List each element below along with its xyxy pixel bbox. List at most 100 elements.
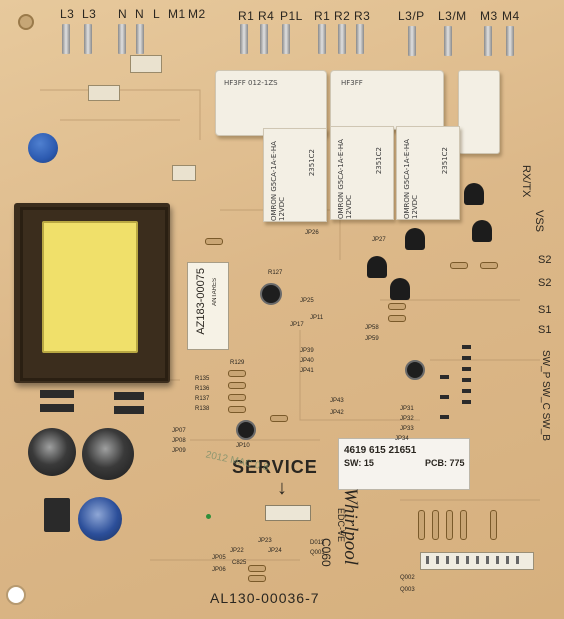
board-mark: R135 — [195, 376, 210, 382]
terminal-pin — [260, 24, 268, 54]
service-arrow: ↓ — [277, 477, 287, 499]
resistor-vertical — [446, 510, 453, 540]
electrolytic-capacitor-small — [260, 283, 282, 305]
board-mark: JP27 — [372, 237, 386, 243]
relay-right — [458, 70, 500, 154]
terminal-pin — [444, 26, 452, 56]
header-pin — [466, 556, 469, 564]
board-mark: JP31 — [400, 406, 414, 412]
board-mark: JP58 — [365, 325, 379, 331]
resistor — [248, 565, 266, 572]
omron-relay-2-label: OMRON G5CA-1A-E-HA 12VDC — [337, 139, 353, 219]
terminal-pin — [84, 24, 92, 54]
board-mark: R129 — [230, 360, 245, 366]
terminal-pin — [408, 26, 416, 56]
board-mark: JP05 — [212, 555, 226, 561]
header-label-r1: R1 — [238, 9, 255, 23]
smd-resistor — [440, 415, 449, 419]
board-mark: JP07 — [172, 428, 186, 434]
board-mark: Q001 — [310, 550, 325, 556]
resistor — [228, 370, 246, 377]
board-mark: R127 — [268, 270, 283, 276]
header-label-l3a: L3 — [60, 7, 75, 21]
header-label-m1: M1 — [168, 7, 186, 21]
header-label-r3: R3 — [354, 9, 371, 23]
board-mark: Q003 — [400, 587, 415, 593]
sw-label: SW_P SW_C SW_B — [540, 350, 551, 441]
terminal-pin — [338, 24, 346, 54]
board-mark: JP10 — [236, 443, 250, 449]
transformer-tag — [187, 262, 229, 350]
resistor — [270, 415, 288, 422]
board-mark: JP41 — [300, 368, 314, 374]
smd-resistor — [462, 356, 471, 360]
smd-component — [114, 392, 144, 400]
blue-capacitor — [28, 133, 58, 163]
header-label-r4: R4 — [258, 9, 275, 23]
terminal-pin — [356, 24, 364, 54]
resistor — [228, 406, 246, 413]
mosfet — [44, 498, 70, 532]
board-mark: JP33 — [400, 426, 414, 432]
transformer-part-number: AZ183-00075 — [195, 268, 207, 335]
board-mark: R138 — [195, 406, 210, 412]
header-pin — [436, 556, 439, 564]
board-mark: JP11 — [310, 315, 324, 321]
header-pin — [446, 556, 449, 564]
terminal-pin — [506, 26, 514, 56]
transistor — [405, 228, 425, 250]
header-label-r1b: R1 — [314, 9, 331, 23]
terminal-pin — [282, 24, 290, 54]
resistor — [480, 262, 498, 269]
transistor — [390, 278, 410, 300]
header-pin — [496, 556, 499, 564]
board-mark: JP32 — [400, 416, 414, 422]
resistor — [388, 315, 406, 322]
service-connector[interactable] — [265, 505, 311, 521]
resistor-vertical — [460, 510, 467, 540]
board-mark: R137 — [195, 396, 210, 402]
header-pin — [476, 556, 479, 564]
header-label-m4: M4 — [502, 9, 520, 23]
electrolytic-capacitor-large — [28, 428, 76, 476]
sticker-part-number: 4619 615 21651 — [344, 445, 417, 456]
omron-relay-1-code: 2351C2 — [308, 149, 316, 177]
header-pin — [456, 556, 459, 564]
board-mark: JP25 — [300, 298, 314, 304]
antares-label: ANTARES — [212, 278, 218, 306]
mounting-hole — [18, 14, 34, 30]
header-connector — [130, 55, 162, 73]
s2-label-1: S2 — [538, 254, 552, 266]
board-mark: JP08 — [172, 438, 186, 444]
header-pin — [516, 556, 519, 564]
board-mark: JP22 — [230, 548, 244, 554]
omron-relay-3-label: OMRON G5CA-1A-E-HA 12VDC — [403, 139, 419, 219]
transformer-frame — [20, 207, 168, 381]
board-mark: JP39 — [300, 348, 314, 354]
header-pin — [506, 556, 509, 564]
board-mark: D013 — [310, 540, 325, 546]
header-label-l3p: L3/P — [398, 9, 425, 23]
smd-resistor — [440, 375, 449, 379]
rx-tx-label: RX/TX — [520, 165, 532, 198]
s2-label-2: S2 — [538, 277, 552, 289]
smd-component — [114, 406, 144, 414]
header-label-m3: M3 — [480, 9, 498, 23]
omron-relay-2: OMRON G5CA-1A-E-HA 12VDC 2351C2 — [330, 126, 394, 220]
s1-label-1: S1 — [538, 304, 552, 316]
header-pin — [426, 556, 429, 564]
board-mark: JP17 — [290, 322, 304, 328]
header-label-l3b: L3 — [82, 7, 97, 21]
resistor — [205, 238, 223, 245]
transformer — [14, 203, 170, 383]
board-code: AL130-00036-7 — [210, 590, 320, 606]
board-mark: JP23 — [258, 538, 272, 544]
header-connector — [172, 165, 196, 181]
relay-top-2-label: HF3FF — [341, 79, 363, 87]
header-label-n1: N — [118, 7, 128, 21]
board-mark: JP59 — [365, 336, 379, 342]
omron-relay-2-code: 2351C2 — [375, 147, 383, 175]
smd-resistor — [462, 400, 471, 404]
resistor-vertical — [432, 510, 439, 540]
